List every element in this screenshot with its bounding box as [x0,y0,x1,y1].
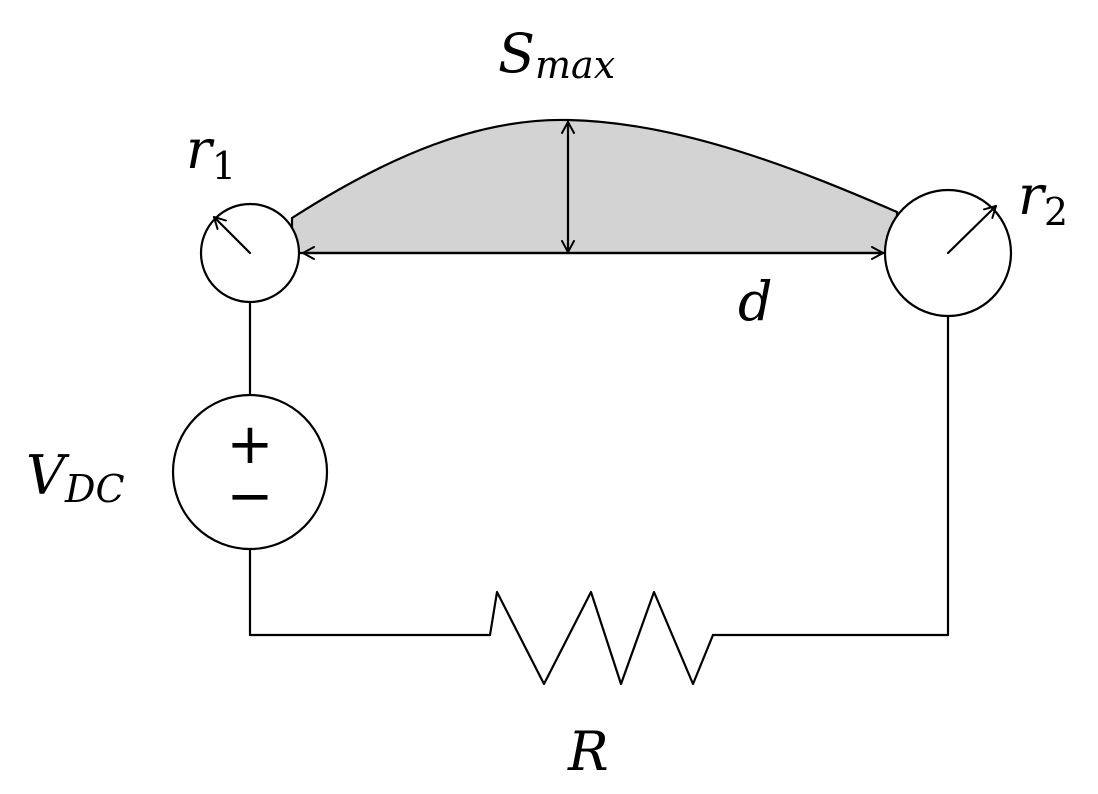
radius-arrow-r1 [212,215,252,255]
resistor-zigzag [488,590,715,686]
label-v-dc: VDC [26,444,125,511]
wire-bottom-right [711,314,950,637]
label-s-max: Smax [498,22,615,87]
source-minus-sign: − [227,464,274,529]
label-d: d [738,270,773,333]
label-r1: r1 [186,118,236,188]
voltage-source [171,393,329,551]
label-r2: r2 [1018,164,1068,234]
source-plus-sign: + [227,412,274,477]
label-resistance-r: R [567,720,609,783]
gap-region [290,118,899,255]
radius-arrow-r2 [946,204,998,255]
